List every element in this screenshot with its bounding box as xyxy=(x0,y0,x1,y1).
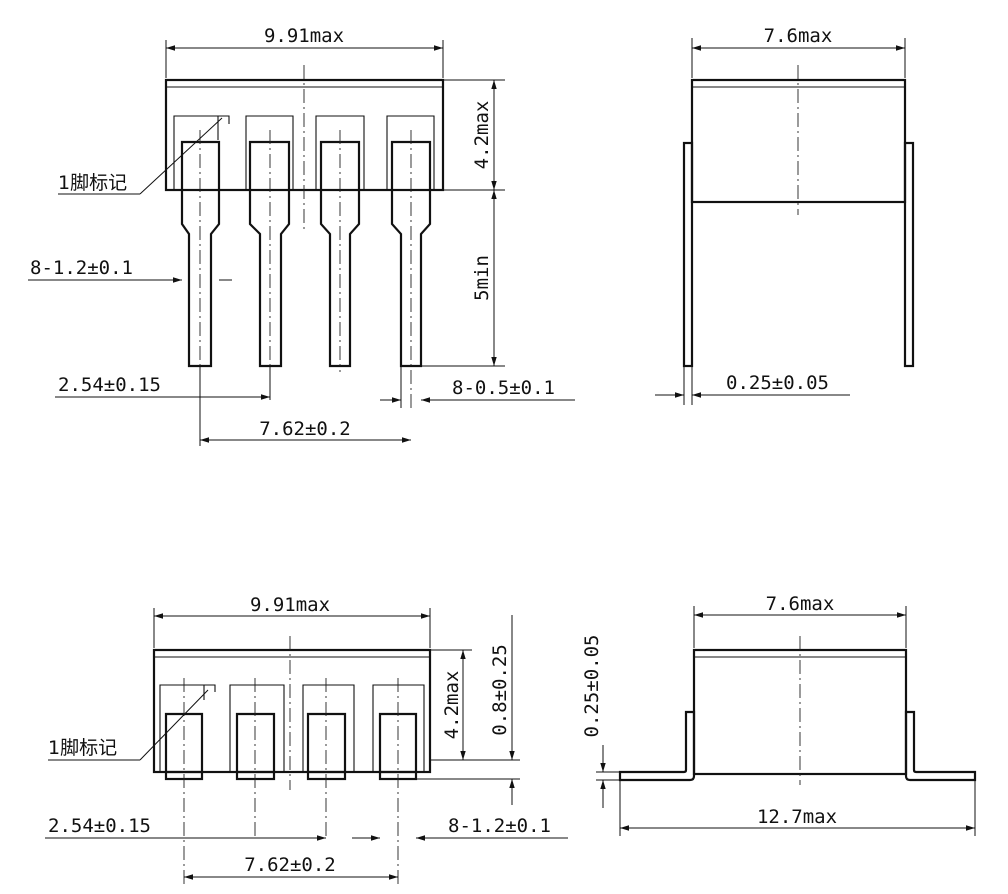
smd-pin4-pocket xyxy=(372,684,425,772)
dip-side-view: 7.6max 0.25±0.05 xyxy=(655,25,915,405)
dip-lead-3 xyxy=(319,130,361,372)
smd-side-lead-left xyxy=(618,710,696,782)
width-label: 9.91max xyxy=(264,25,344,47)
overall-length-label: 12.7max xyxy=(757,806,837,828)
smd-pitch-label: 2.54±0.15 xyxy=(48,815,151,837)
smd-row-spacing-label: 7.62±0.2 xyxy=(244,854,336,876)
side-lead-left xyxy=(682,141,694,368)
standoff-label: 0.8±0.25 xyxy=(489,644,511,736)
dip-lead-2 xyxy=(248,130,291,372)
pin3-pocket xyxy=(315,115,365,190)
smd-pin2-pocket xyxy=(229,684,285,772)
side-lead-right xyxy=(903,141,915,368)
smd-terminal-1 xyxy=(164,678,204,884)
row-spacing-label: 7.62±0.2 xyxy=(259,418,351,440)
smd-pin1-mark-label: 1脚标记 xyxy=(48,737,117,759)
smd-height-label: 4.2max xyxy=(441,671,463,740)
lead-length-label: 5min xyxy=(471,255,493,301)
side-body-outline xyxy=(690,78,907,204)
smd-terminal-2 xyxy=(235,678,276,840)
smd-side-lead-right xyxy=(904,710,977,782)
dip-lead-1 xyxy=(180,130,221,372)
dip-front-view: 9.91max 4.2max 5min 1脚标记 8-1.2±0.1 2.54±… xyxy=(28,25,575,446)
side-thickness-label: 0.25±0.05 xyxy=(726,372,829,394)
smd-side-thickness-label: 0.25±0.05 xyxy=(581,635,603,738)
dip-body-outline xyxy=(164,78,445,192)
pitch-label: 2.54±0.15 xyxy=(58,374,161,396)
pin1-leader xyxy=(139,117,223,195)
smd-front-view: 9.91max 4.2max 0.8±0.25 1脚标记 2.54±0.15 8… xyxy=(45,594,568,884)
smd-terminal-4 xyxy=(378,678,418,884)
smd-pin3-pocket xyxy=(302,684,355,772)
pin1-mark-label: 1脚标记 xyxy=(58,172,127,194)
smd-pin1-pocket xyxy=(159,684,216,772)
smd-lead-width-label: 8-1.2±0.1 xyxy=(448,815,551,837)
smd-side-view: 7.6max 0.25±0.05 12.7max xyxy=(581,593,977,836)
height-label: 4.2max xyxy=(471,101,493,170)
lead-width-label: 8-1.2±0.1 xyxy=(30,257,133,279)
smd-side-width-label: 7.6max xyxy=(766,593,835,615)
smd-terminal-3 xyxy=(306,678,347,840)
smd-pin1-leader xyxy=(139,689,209,761)
pin4-pocket xyxy=(386,115,435,190)
side-width-label: 7.6max xyxy=(764,25,833,47)
smd-body-outline xyxy=(152,648,432,774)
lead-thickness-label: 8-0.5±0.1 xyxy=(452,377,555,399)
pin2-pocket xyxy=(245,115,294,190)
smd-width-label: 9.91max xyxy=(250,594,330,616)
pin1-pocket xyxy=(173,115,230,190)
